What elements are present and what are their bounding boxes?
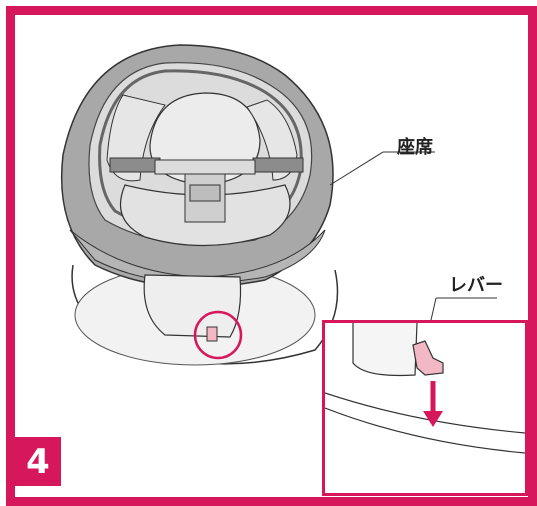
- seat-leader-line: [329, 151, 384, 186]
- harness-right: [252, 157, 304, 173]
- highlight-circle: [193, 310, 243, 360]
- lever-label: レバー: [449, 275, 503, 296]
- lever-small: [206, 326, 218, 342]
- seat-label: 座席: [397, 137, 433, 158]
- lever-body: [412, 340, 444, 376]
- pedestal: [143, 274, 242, 338]
- red-down-arrow-icon: [423, 411, 443, 427]
- harness-left: [109, 157, 161, 173]
- figure-frame: 座席 レバー 4: [6, 6, 537, 506]
- seat-illustration: [60, 44, 497, 366]
- lever-detail-drawing: [325, 323, 525, 454]
- buckle: [189, 184, 221, 202]
- lever-detail-inset: [322, 320, 528, 496]
- harness-center: [154, 159, 256, 175]
- step-number-badge: 4: [15, 437, 61, 486]
